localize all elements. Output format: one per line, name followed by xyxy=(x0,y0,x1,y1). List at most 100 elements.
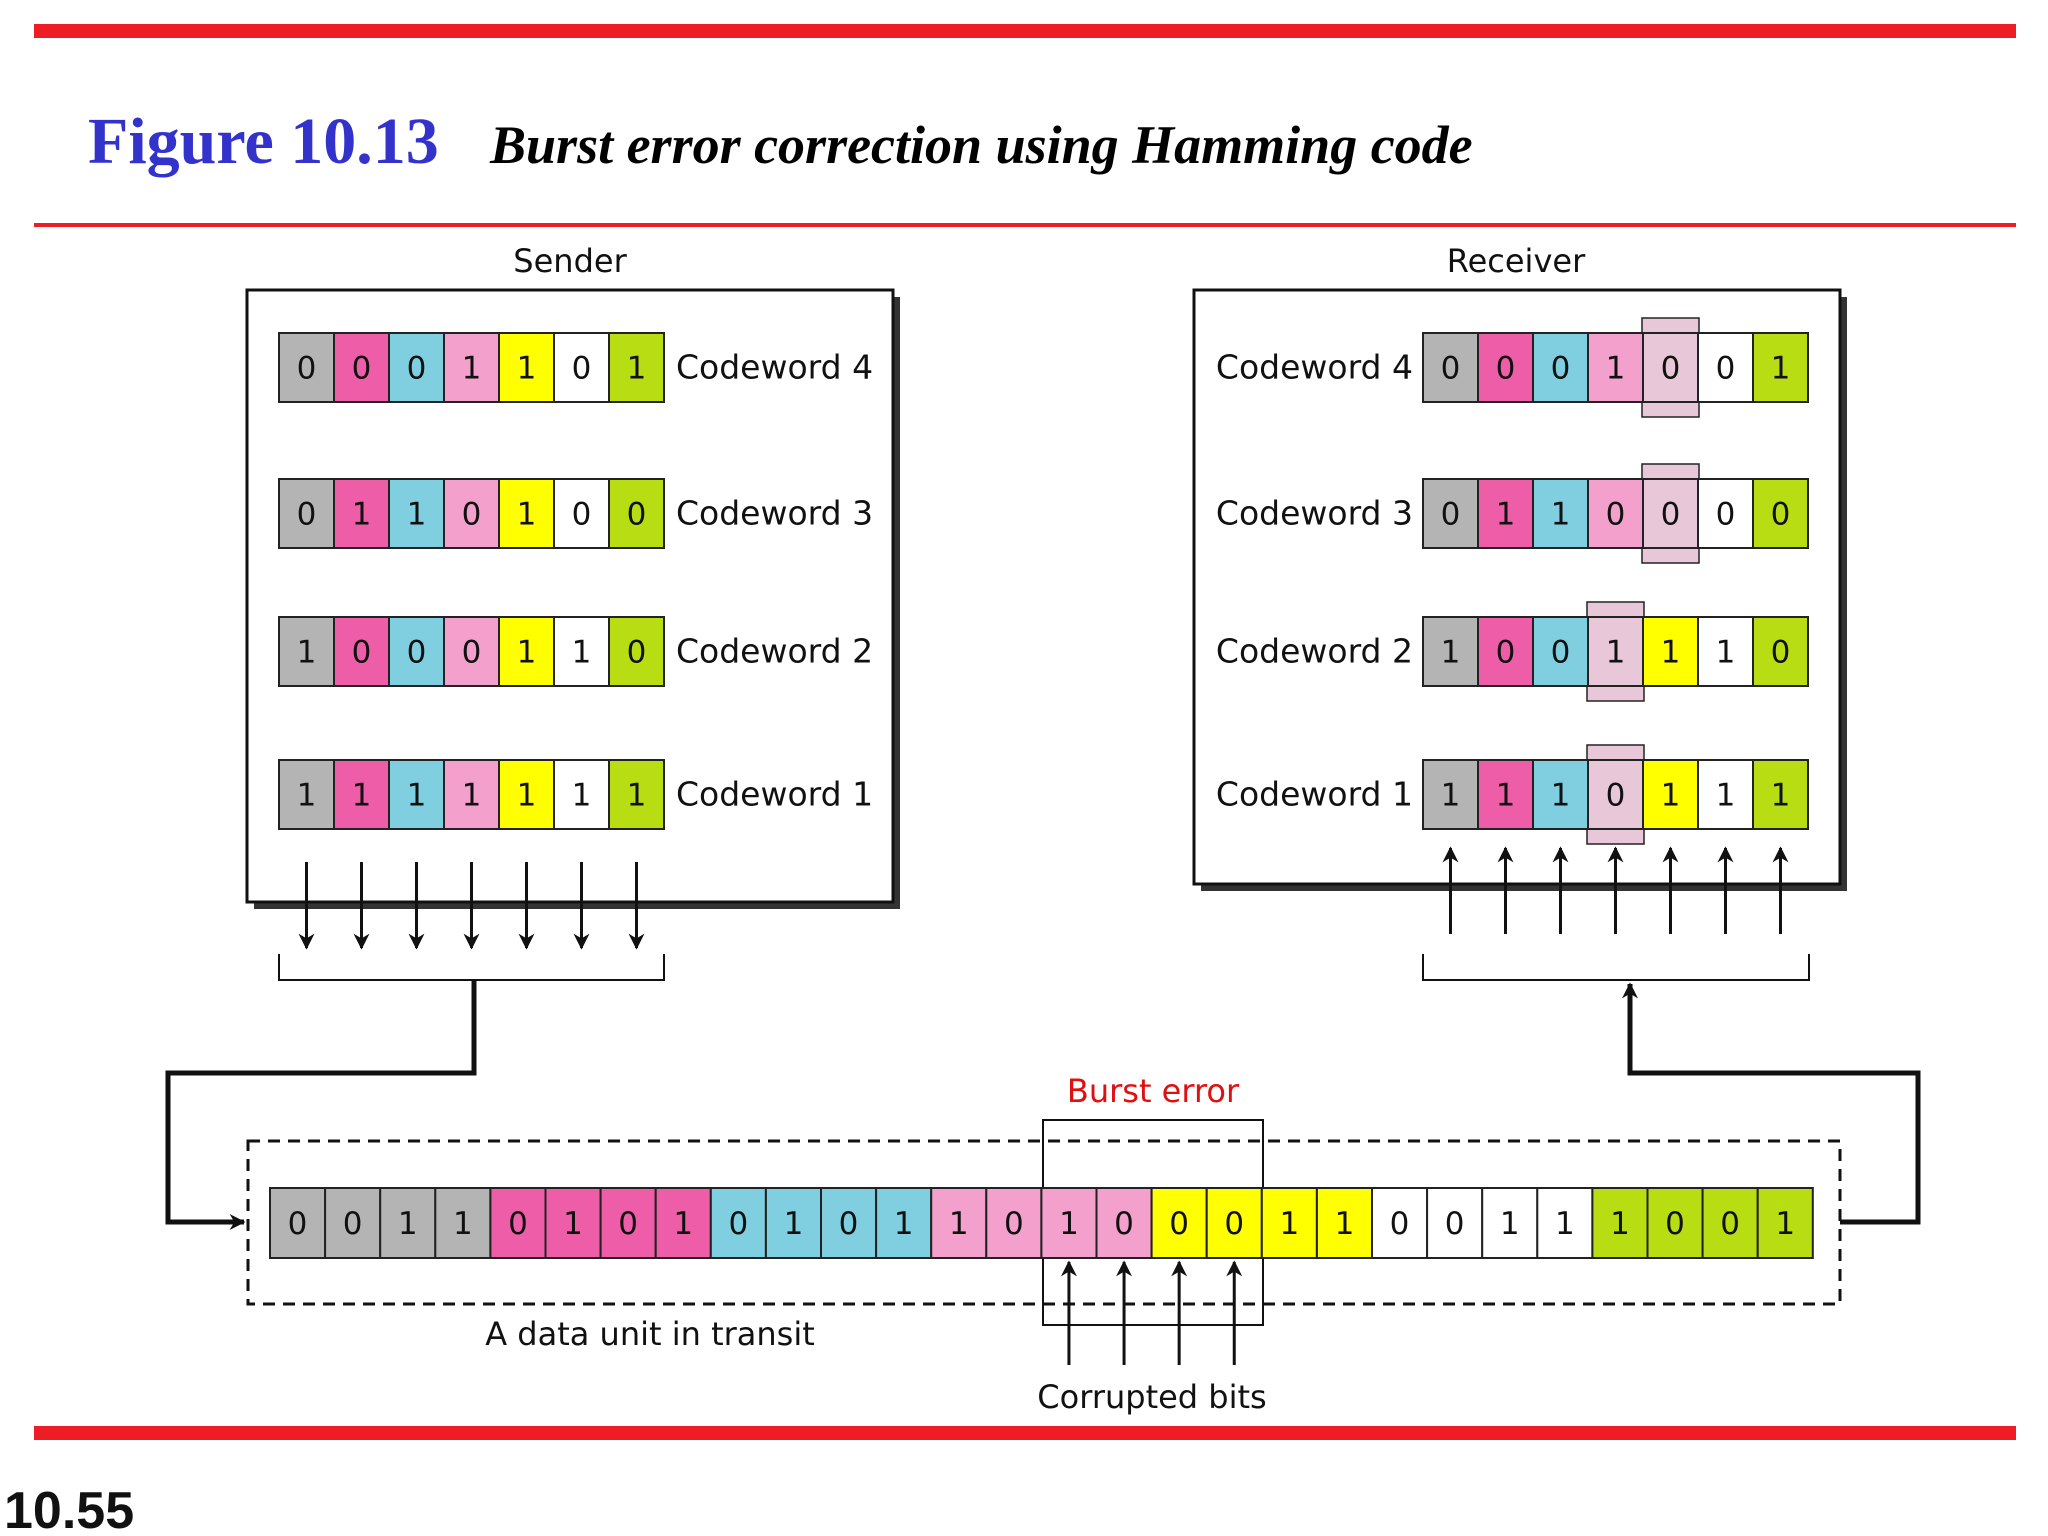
transit-bit-value: 0 xyxy=(1665,1206,1685,1242)
receiver-codeword-label: Codeword 4 xyxy=(1216,348,1413,387)
bit-cell xyxy=(608,759,665,830)
transit-bit-cell xyxy=(599,1187,657,1259)
bit-cell xyxy=(498,478,555,549)
receiver-bracket xyxy=(1422,954,1810,981)
transit-bit-cell xyxy=(489,1187,547,1259)
bit-value: 0 xyxy=(1496,635,1516,671)
bit-cell xyxy=(498,616,555,687)
transit-bit-value: 1 xyxy=(1279,1206,1299,1242)
bit-value: 0 xyxy=(407,351,427,387)
bit-value: 1 xyxy=(517,351,537,387)
transit-bit-value: 1 xyxy=(1500,1206,1520,1242)
bit-value: 1 xyxy=(1606,351,1626,387)
bit-cell xyxy=(1697,478,1754,549)
bit-cell xyxy=(443,616,500,687)
transit-bit-value: 0 xyxy=(1720,1206,1740,1242)
bit-cell xyxy=(1642,616,1699,687)
bit-cell xyxy=(1532,759,1589,830)
bit-value: 0 xyxy=(462,497,482,533)
bit-value: 0 xyxy=(352,635,372,671)
bit-value: 1 xyxy=(1661,778,1681,814)
bit-cell xyxy=(443,759,500,830)
transit-bit-value: 1 xyxy=(453,1206,473,1242)
transit-bit-value: 0 xyxy=(1114,1206,1134,1242)
transit-bit-cell xyxy=(875,1187,933,1259)
transit-label: A data unit in transit xyxy=(485,1315,815,1353)
bit-cell xyxy=(388,616,445,687)
bit-value: 1 xyxy=(407,778,427,814)
transit-bit-value: 1 xyxy=(563,1206,583,1242)
transit-bit-value: 0 xyxy=(508,1206,528,1242)
bit-value: 0 xyxy=(1441,497,1461,533)
bit-value: 0 xyxy=(627,635,647,671)
bit-cell xyxy=(1477,616,1534,687)
sender-codeword-label: Codeword 4 xyxy=(676,348,873,387)
bit-cell xyxy=(278,332,335,403)
bit-value: 1 xyxy=(1441,635,1461,671)
bit-cell xyxy=(1752,332,1809,403)
bit-value: 0 xyxy=(1661,497,1681,533)
bit-value: 0 xyxy=(297,351,317,387)
bit-value: 1 xyxy=(1661,635,1681,671)
transit-bit-value: 1 xyxy=(1555,1206,1575,1242)
transit-to-receiver-line xyxy=(1622,982,1921,1225)
bit-value: 1 xyxy=(352,778,372,814)
bit-value: 0 xyxy=(1496,351,1516,387)
bit-value: 0 xyxy=(1716,497,1736,533)
transit-bit-value: 1 xyxy=(1775,1206,1795,1242)
transit-bit-cell xyxy=(654,1187,712,1259)
sender-codeword-label: Codeword 1 xyxy=(676,775,873,814)
bit-cell xyxy=(388,759,445,830)
transit-bit-cell xyxy=(1260,1187,1318,1259)
top-rule xyxy=(34,24,2016,38)
bit-cell xyxy=(333,478,390,549)
bit-value: 1 xyxy=(1496,497,1516,533)
bit-cell xyxy=(388,478,445,549)
bit-cell xyxy=(333,759,390,830)
bit-cell xyxy=(278,759,335,830)
transit-bit-cell xyxy=(1426,1187,1484,1259)
transit-bit-value: 1 xyxy=(949,1206,969,1242)
bit-value: 1 xyxy=(517,635,537,671)
bit-value: 0 xyxy=(572,351,592,387)
bit-cell xyxy=(608,616,665,687)
bit-cell xyxy=(278,478,335,549)
transit-bit-cell xyxy=(1646,1187,1704,1259)
bit-value: 1 xyxy=(297,778,317,814)
bit-value: 1 xyxy=(517,778,537,814)
bit-cell xyxy=(1477,478,1534,549)
transit-bit-value: 0 xyxy=(1169,1206,1189,1242)
receiver-title: Receiver xyxy=(1447,242,1586,280)
receiver-input-arrows xyxy=(1442,846,1789,934)
bit-value: 1 xyxy=(1716,635,1736,671)
bit-value: 1 xyxy=(407,497,427,533)
bit-cell xyxy=(1697,759,1754,830)
bit-cell xyxy=(443,478,500,549)
bit-value: 1 xyxy=(627,778,647,814)
bit-value: 0 xyxy=(1606,497,1626,533)
bit-cell xyxy=(1697,616,1754,687)
bit-value: 1 xyxy=(462,778,482,814)
transit-bit-cell xyxy=(269,1187,327,1259)
bit-value: 1 xyxy=(517,497,537,533)
figure-caption: Burst error correction using Hamming cod… xyxy=(489,115,1473,175)
bit-value: 1 xyxy=(572,635,592,671)
transit-bit-cell xyxy=(1701,1187,1759,1259)
bit-cell xyxy=(1532,332,1589,403)
bit-cell xyxy=(1752,616,1809,687)
bit-value: 1 xyxy=(352,497,372,533)
bit-cell xyxy=(1587,616,1644,687)
bit-value: 0 xyxy=(462,635,482,671)
transit-bit-value: 1 xyxy=(784,1206,804,1242)
bit-cell xyxy=(278,616,335,687)
transit-bit-cell xyxy=(1371,1187,1429,1259)
bit-value: 0 xyxy=(627,497,647,533)
